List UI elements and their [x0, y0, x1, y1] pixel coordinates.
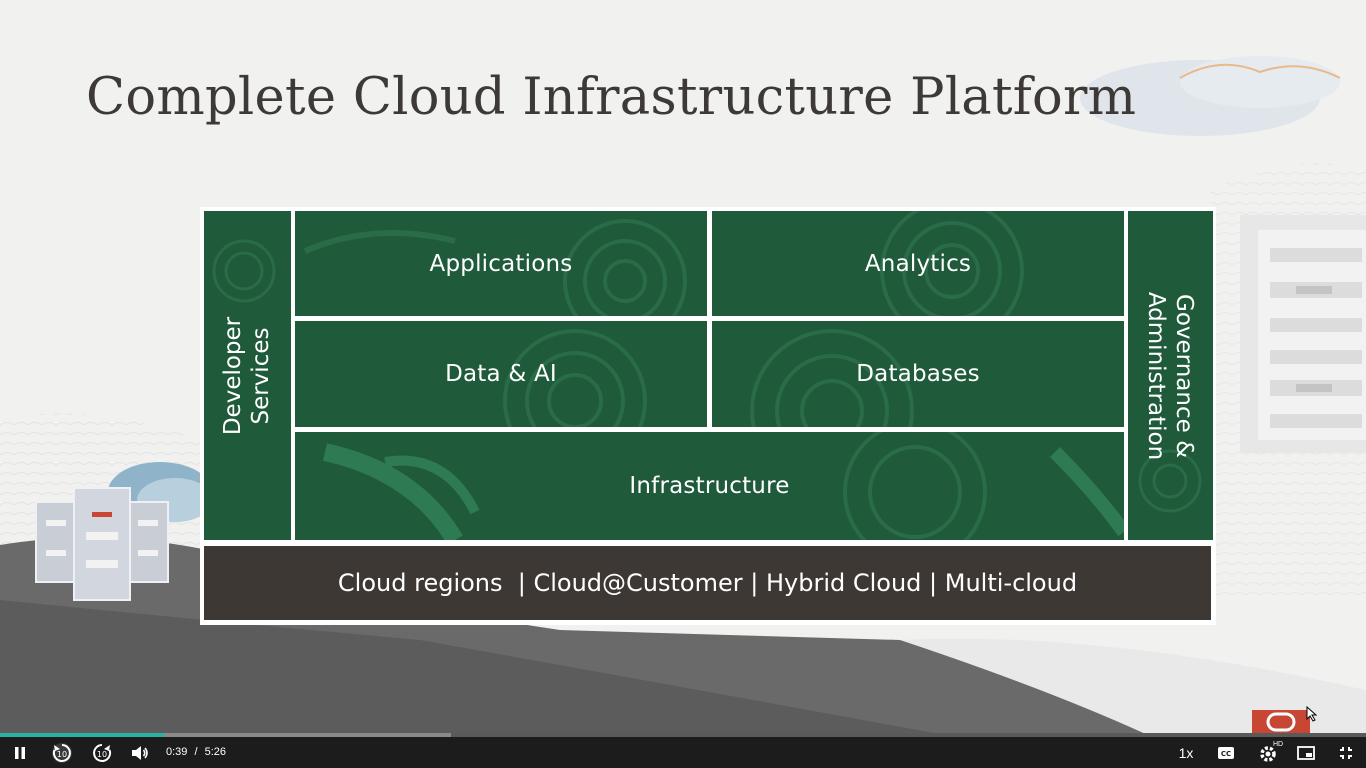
pause-button[interactable]	[8, 741, 32, 765]
picture-in-picture-button[interactable]	[1294, 741, 1318, 765]
volume-icon	[132, 746, 148, 760]
playback-rate-button[interactable]: 1x	[1172, 741, 1200, 765]
tile-infrastructure-label: Infrastructure	[629, 473, 790, 499]
tile-developer-services-label: Developer Services	[220, 316, 276, 434]
tile-applications: Applications	[295, 211, 707, 316]
svg-text:CC: CC	[1221, 750, 1231, 758]
settings-icon	[1260, 746, 1276, 762]
chat-icon	[1266, 712, 1296, 732]
progress-bar[interactable]	[0, 733, 1366, 737]
exit-fullscreen-icon	[1340, 747, 1352, 759]
tile-databases: Databases	[712, 321, 1124, 427]
mouse-cursor-icon	[1306, 706, 1318, 722]
settings-button[interactable]: HD	[1254, 741, 1284, 765]
tile-databases-label: Databases	[856, 361, 980, 387]
forward-seconds: 10	[97, 750, 107, 759]
forward-10-icon: 10	[93, 744, 112, 762]
label-line: Governance &	[1171, 293, 1198, 458]
playback-rate-label: 1x	[1178, 745, 1194, 761]
video-frame[interactable]: Complete Cloud Infrastructure Platform D…	[0, 0, 1366, 736]
tile-developer-services: Developer Services	[204, 211, 291, 540]
time-display: 0:39 / 5:26	[166, 746, 226, 758]
progress-played	[0, 733, 164, 737]
tile-deployment-options: Cloud regions | Cloud@Customer | Hybrid …	[202, 544, 1213, 622]
captions-icon: CC	[1218, 747, 1234, 759]
time-separator: /	[194, 746, 198, 758]
rewind-10-button[interactable]: 10	[49, 741, 75, 765]
tile-data-ai: Data & AI	[295, 321, 707, 427]
player-controls: 10 10 0:39 / 5:26 1x CC HD	[0, 737, 1366, 768]
rewind-seconds: 10	[57, 750, 67, 759]
tile-data-ai-label: Data & AI	[445, 361, 557, 387]
duration: 5:26	[204, 746, 227, 758]
tile-infrastructure: Infrastructure	[295, 432, 1124, 540]
tile-governance-administration: Governance & Administration	[1128, 211, 1213, 540]
exit-fullscreen-button[interactable]	[1334, 741, 1358, 765]
building-illustration-right	[1240, 215, 1366, 453]
forward-10-button[interactable]: 10	[89, 741, 115, 765]
server-illustration-left	[35, 462, 213, 601]
label-line: Services	[248, 327, 275, 425]
tile-analytics-label: Analytics	[864, 250, 972, 277]
tile-governance-label: Governance & Administration	[1143, 291, 1199, 459]
progress-buffered	[0, 733, 451, 737]
quality-badge: HD	[1273, 741, 1284, 748]
picture-in-picture-icon	[1297, 746, 1315, 760]
deployment-options-label: Cloud regions | Cloud@Customer | Hybrid …	[337, 569, 1078, 597]
label-line: Developer	[220, 316, 247, 435]
tile-applications-label: Applications	[429, 250, 573, 277]
volume-button[interactable]	[128, 741, 152, 765]
rewind-10-icon: 10	[52, 743, 72, 763]
label-line: Administration	[1143, 291, 1170, 460]
slide-title: Complete Cloud Infrastructure Platform	[86, 68, 1137, 127]
pause-icon	[15, 747, 25, 759]
tile-analytics: Analytics	[712, 211, 1124, 316]
current-time: 0:39	[166, 746, 188, 758]
chat-button[interactable]	[1252, 710, 1310, 736]
captions-button[interactable]: CC	[1214, 741, 1238, 765]
